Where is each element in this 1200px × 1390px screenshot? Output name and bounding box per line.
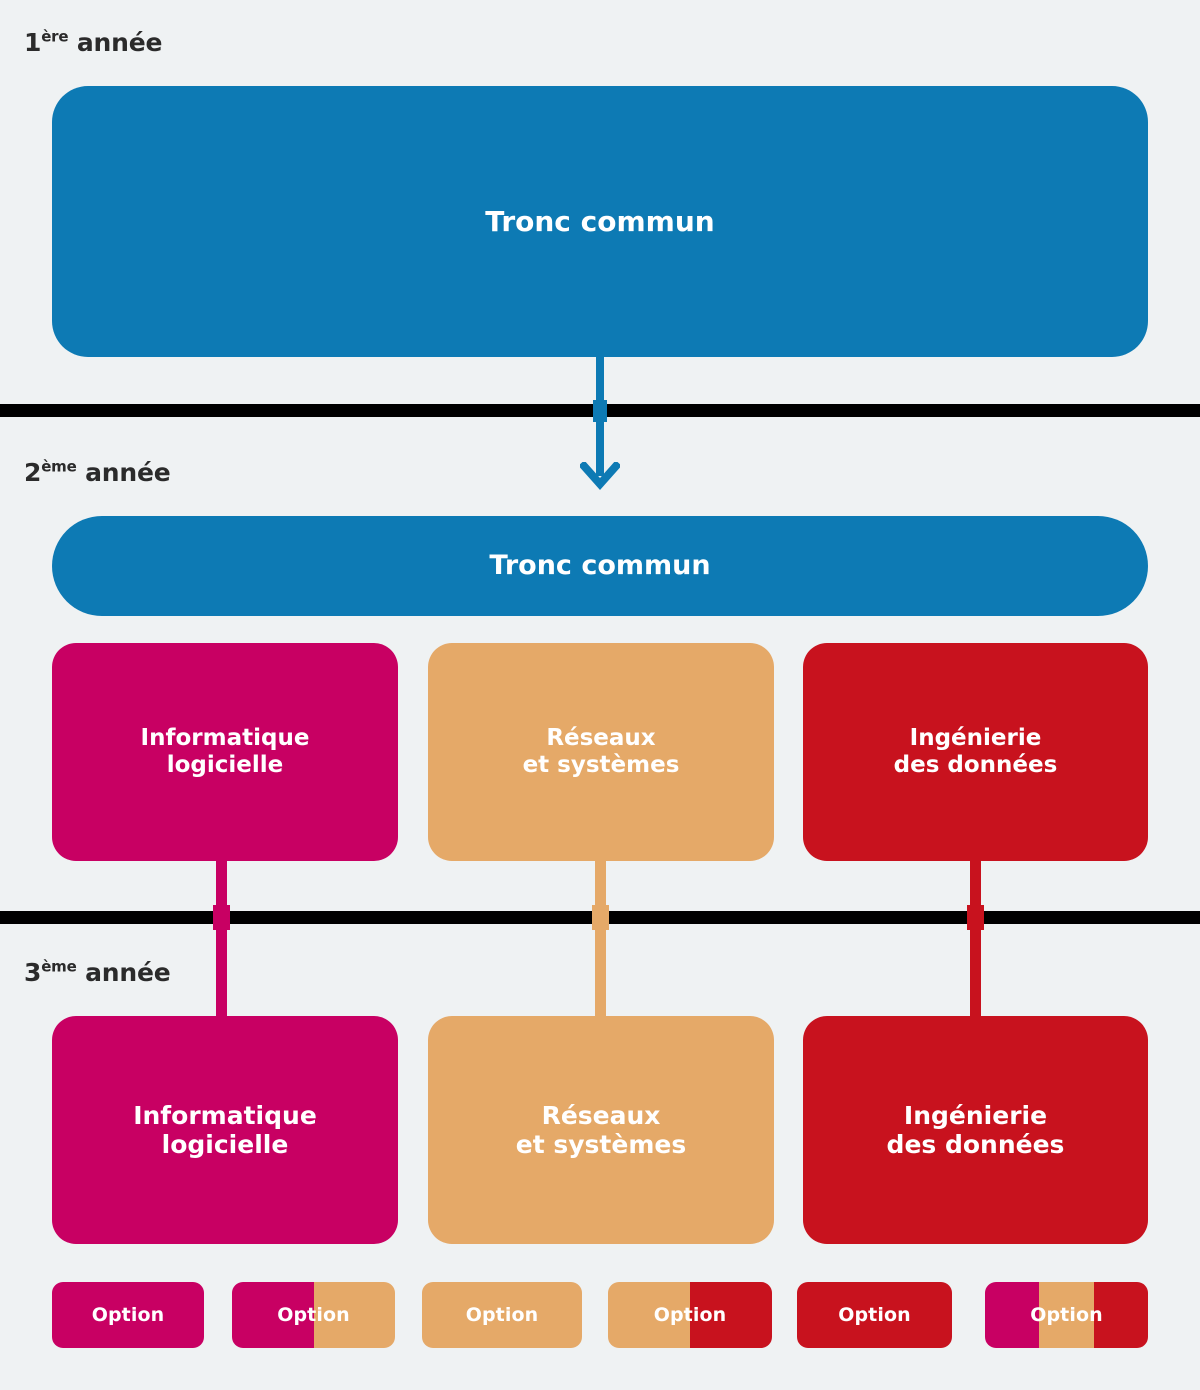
option-button-0-label: Option: [91, 1304, 165, 1326]
year-2-ordinal-suffix: ème: [41, 457, 77, 476]
connector-nub-reseaux: [592, 905, 609, 930]
option-button-1-segment: [232, 1282, 314, 1348]
year-3-branch-ingenierie-line1: Ingénierie: [903, 1100, 1048, 1130]
connector-line-informatique: [216, 852, 227, 1028]
year-3-label: 3ème année: [24, 958, 171, 987]
option-button-1-label: Option: [277, 1304, 350, 1326]
year-3-ordinal-suffix: ème: [41, 957, 77, 976]
option-button-3-segment: [608, 1282, 690, 1348]
year-1-label: 1ère année: [24, 28, 162, 57]
year-2-branch-ingenierie-des-donnees[interactable]: Ingénierie des données: [803, 643, 1148, 861]
option-button-3-background: [608, 1282, 772, 1348]
option-button-0-segment: [52, 1282, 204, 1348]
option-button-5-segment: [1093, 1282, 1148, 1348]
year-3-branch-ingenierie-line2: des données: [886, 1130, 1065, 1159]
year-3-branch-reseaux-line1: Réseaux: [541, 1100, 661, 1130]
option-button-5[interactable]: Option: [985, 1282, 1148, 1348]
year-1-ordinal-suffix: ère: [41, 27, 69, 46]
option-button-1-segment: [313, 1282, 395, 1348]
year-1-tronc-commun-box[interactable]: Tronc commun: [52, 86, 1148, 357]
connector-line-reseaux: [595, 852, 606, 1028]
connector-line-ingenierie: [970, 852, 981, 1028]
option-button-4[interactable]: Option: [797, 1282, 952, 1348]
year-2-branch-reseaux-line2: et systèmes: [522, 752, 680, 778]
year-3-word: année: [85, 958, 171, 987]
option-button-2-background: [422, 1282, 582, 1348]
option-buttons-row: Option Option Option Option Option Optio…: [0, 1282, 1200, 1348]
year-1-word: année: [76, 28, 163, 57]
connector-nub-ingenierie: [967, 905, 984, 930]
option-button-0[interactable]: Option: [52, 1282, 204, 1348]
year-2-tronc-commun-label: Tronc commun: [489, 550, 711, 582]
year-3-branch-ingenierie-des-donnees[interactable]: Ingénierie des données: [803, 1016, 1148, 1244]
year-3-branch-informatique-line1: Informatique: [133, 1100, 317, 1130]
connector-nub-informatique: [213, 905, 230, 930]
year-2-branch-ingenierie-line1: Ingénierie: [909, 724, 1042, 751]
year-1-number: 1: [24, 28, 42, 57]
option-button-3-label: Option: [653, 1304, 727, 1326]
option-button-2-segment: [422, 1282, 582, 1348]
year-2-branch-reseaux-et-systemes[interactable]: Réseaux et systèmes: [428, 643, 774, 861]
arrow-down-icon: [580, 462, 620, 492]
option-button-1[interactable]: Option: [232, 1282, 395, 1348]
option-button-3[interactable]: Option: [608, 1282, 772, 1348]
option-button-3-segment: [690, 1282, 772, 1348]
year-2-branch-informatique-line1: Informatique: [140, 724, 310, 751]
year-2-branch-informatique-logicielle[interactable]: Informatique logicielle: [52, 643, 398, 861]
year-3-branch-reseaux-et-systemes[interactable]: Réseaux et systèmes: [428, 1016, 774, 1244]
option-button-4-background: [797, 1282, 952, 1348]
option-button-5-label: Option: [1030, 1304, 1103, 1326]
option-button-5-segment: [985, 1282, 1040, 1348]
option-button-5-segment: [1039, 1282, 1094, 1348]
option-button-4-segment: [797, 1282, 952, 1348]
year-2-branch-informatique-line2: logicielle: [166, 752, 284, 778]
option-button-1-background: [232, 1282, 395, 1348]
option-button-2[interactable]: Option: [422, 1282, 582, 1348]
year-2-branch-reseaux-line1: Réseaux: [546, 724, 656, 751]
year-2-word: année: [85, 458, 171, 487]
option-button-2-label: Option: [465, 1304, 539, 1326]
year-3-branch-informatique-logicielle[interactable]: Informatique logicielle: [52, 1016, 398, 1244]
year-3-branch-informatique-line2: logicielle: [161, 1130, 289, 1159]
year-2-label: 2ème année: [24, 458, 171, 487]
year-2-branch-ingenierie-line2: des données: [893, 752, 1058, 778]
connector-nub-blue: [593, 400, 607, 422]
year-3-branch-reseaux-line2: et systèmes: [515, 1130, 687, 1159]
year-1-tronc-commun-label: Tronc commun: [485, 204, 715, 238]
year-2-tronc-commun-box[interactable]: Tronc commun: [52, 516, 1148, 616]
option-button-0-background: [52, 1282, 204, 1348]
year-2-number: 2: [24, 458, 42, 487]
option-button-4-label: Option: [838, 1304, 911, 1326]
year-3-number: 3: [24, 958, 42, 987]
option-button-5-background: [985, 1282, 1148, 1348]
